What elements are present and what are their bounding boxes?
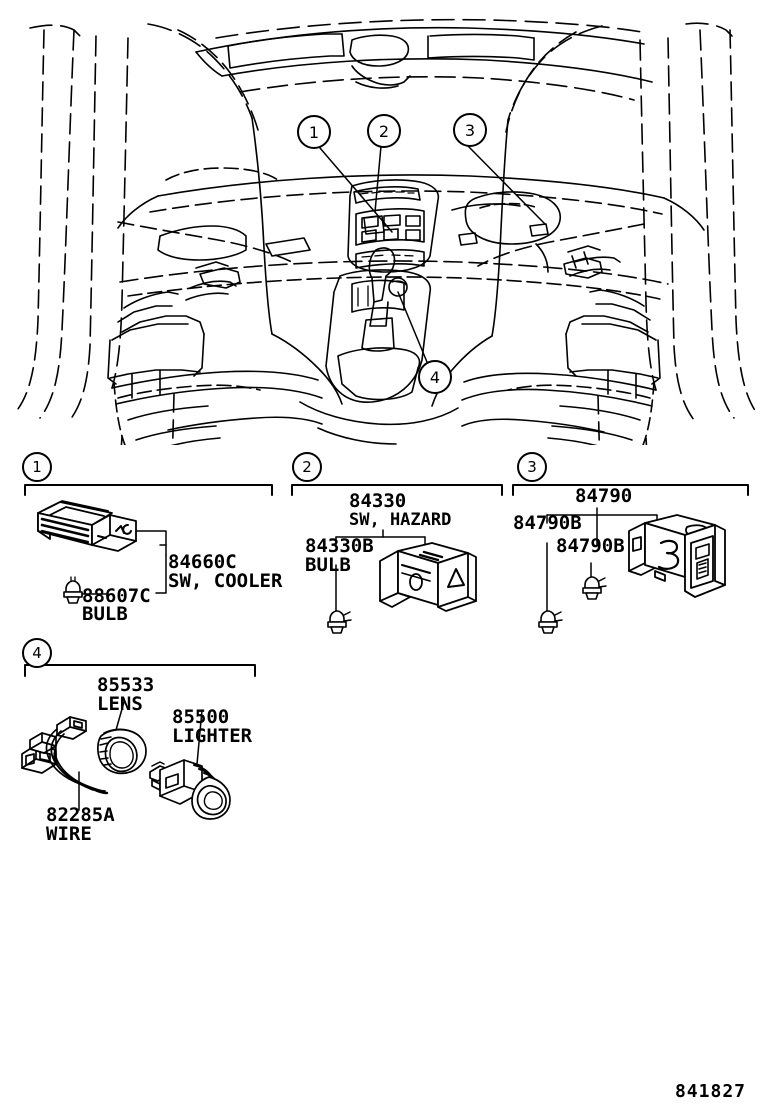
part-code-85533: 85533 (97, 674, 155, 696)
part-name-lens: LENS (97, 693, 143, 715)
section-number-3: 3 (517, 452, 547, 482)
vehicle-interior-illustration (13, 18, 757, 445)
part-name-sw-cooler: SW, COOLER (168, 570, 283, 592)
section-number-1: 1 (22, 452, 52, 482)
interior-callout-3[interactable]: 3 (453, 113, 487, 147)
interior-callout-2[interactable]: 2 (367, 114, 401, 148)
interior-callout-4[interactable]: 4 (418, 360, 452, 394)
part-code-88607C: 88607C (82, 585, 151, 607)
section-3-illustration (512, 484, 749, 634)
section-number-4: 4 (22, 638, 52, 668)
part-code-84660C: 84660C (168, 551, 237, 573)
part-code-85500: 85500 (172, 706, 230, 728)
section-4-illustration (21, 664, 256, 820)
part-code-84330B: 84330B (305, 535, 374, 557)
part-name-sw-hazard: SW, HAZARD (349, 510, 452, 530)
part-name-bulb-1: BULB (82, 603, 128, 625)
part-name-lighter: LIGHTER (172, 725, 253, 747)
part-code-84790: 84790 (575, 485, 633, 507)
part-name-bulb-2: BULB (305, 554, 351, 576)
document-code: 841827 (674, 1081, 746, 1102)
part-name-wire: WIRE (46, 823, 92, 845)
part-code-84330: 84330 (349, 490, 407, 512)
section-number-2: 2 (292, 452, 322, 482)
part-code-84790B-left: 84790B (513, 512, 582, 534)
section-1-illustration (24, 484, 273, 604)
part-code-82285A: 82285A (46, 804, 115, 826)
part-code-84790B-mid: 84790B (556, 535, 625, 557)
section-2-illustration (291, 484, 503, 634)
interior-callout-1[interactable]: 1 (297, 115, 331, 149)
